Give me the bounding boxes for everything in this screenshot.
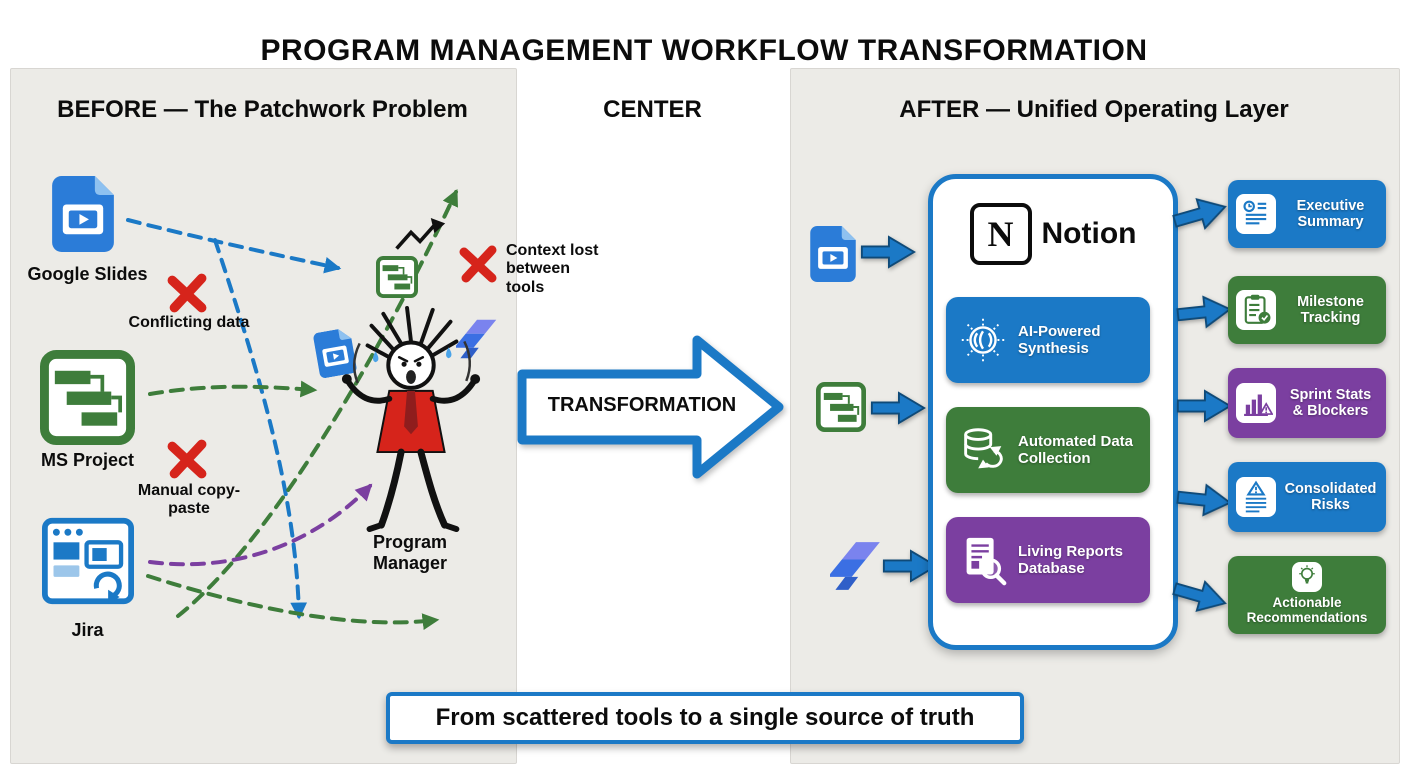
- gantt-mini-icon: [376, 256, 418, 298]
- google-slides-icon: [810, 226, 856, 282]
- feature-ai-powered-synthesis: AI-Powered Synthesis: [946, 297, 1150, 383]
- output-label: Actionable Recommendations: [1246, 595, 1368, 626]
- red-x-icon: [167, 439, 207, 479]
- red-x-icon: [459, 245, 497, 283]
- flow-jira-to-right: [146, 574, 440, 630]
- feature-label: Automated Data Collection: [1018, 432, 1134, 467]
- after-heading: AFTER — Unified Operating Layer: [899, 96, 1289, 123]
- footer-tagline-box: From scattered tools to a single source …: [386, 692, 1024, 744]
- jira-window-icon: [42, 515, 134, 607]
- input-arrow: [870, 388, 926, 428]
- diagram-title: PROGRAM MANAGEMENT WORKFLOW TRANSFORMATI…: [260, 34, 1148, 68]
- transformation-arrow-label: TRANSFORMATION: [547, 394, 737, 416]
- output-arrow: [1176, 386, 1232, 426]
- output-sprint-stats-blockers: Sprint Stats & Blockers: [1228, 368, 1386, 438]
- notion-name: Notion: [1041, 217, 1137, 250]
- database-sync-icon: [956, 423, 1010, 477]
- flow-slides-to-manager: [126, 218, 342, 274]
- output-label: Executive Summary: [1296, 197, 1365, 230]
- stressed-person-figure: [341, 305, 481, 533]
- dashed-flow-arrows: [126, 188, 458, 630]
- executive-summary-icon: [1236, 194, 1276, 234]
- flow-msproject-to-manager: [148, 380, 318, 398]
- gantt-icon: [816, 382, 866, 432]
- flow-jira-to-manager: [148, 483, 373, 567]
- notion-logo-icon: N: [969, 203, 1032, 265]
- center-heading: CENTER: [603, 96, 702, 123]
- output-label: Sprint Stats & Blockers: [1289, 386, 1372, 419]
- output-milestone-tracking: Milestone Tracking: [1228, 276, 1386, 344]
- conflicting-data-label: Conflicting data: [128, 314, 250, 331]
- feature-living-reports-database: Living Reports Database: [946, 517, 1150, 603]
- notion-logo-row: N Notion: [933, 203, 1173, 265]
- footer-tagline: From scattered tools to a single source …: [435, 704, 975, 731]
- flow-slides-down: [213, 238, 308, 620]
- output-arrow: [1174, 477, 1234, 523]
- feature-label: AI-Powered Synthesis: [1018, 322, 1101, 357]
- jira-label: Jira: [71, 620, 104, 640]
- output-arrow: [1174, 289, 1234, 335]
- trend-arrow-icon: [395, 218, 446, 250]
- transformation-arrow: [517, 335, 784, 479]
- google-slides-icon: [52, 176, 114, 252]
- living-report-icon: [956, 533, 1010, 587]
- context-lost-label: Context lost between tools: [506, 242, 599, 296]
- red-x-icon: [167, 273, 207, 313]
- google-slides-label: Google Slides: [27, 264, 148, 284]
- consolidated-risks-icon: [1236, 477, 1276, 517]
- lightbulb-icon: [1292, 562, 1322, 592]
- notion-logo-letter: N: [987, 214, 1014, 254]
- program-manager-label: Program Manager: [372, 532, 448, 573]
- output-consolidated-risks: Consolidated Risks: [1228, 462, 1386, 532]
- input-arrow: [860, 232, 916, 272]
- notion-hub-container: N Notion AI-Powered Synthesis: [928, 174, 1178, 650]
- before-heading: BEFORE — The Patchwork Problem: [57, 96, 468, 123]
- ms-project-icon: [40, 350, 135, 445]
- ms-project-label: MS Project: [40, 450, 135, 470]
- feature-automated-data-collection: Automated Data Collection: [946, 407, 1150, 493]
- sprint-stats-icon: [1236, 383, 1276, 423]
- output-executive-summary: Executive Summary: [1228, 180, 1386, 248]
- manual-copy-paste-label: Manual copy-paste: [137, 482, 241, 518]
- milestone-tracking-icon: [1236, 290, 1276, 330]
- output-label: Consolidated Risks: [1284, 480, 1377, 513]
- output-actionable-recommendations: Actionable Recommendations: [1228, 556, 1386, 634]
- ai-brain-icon: [956, 313, 1010, 367]
- flow-bottom-to-topright: [176, 188, 458, 618]
- feature-label: Living Reports Database: [1018, 542, 1124, 577]
- output-label: Milestone Tracking: [1297, 293, 1364, 326]
- jira-logo-icon: [830, 540, 882, 592]
